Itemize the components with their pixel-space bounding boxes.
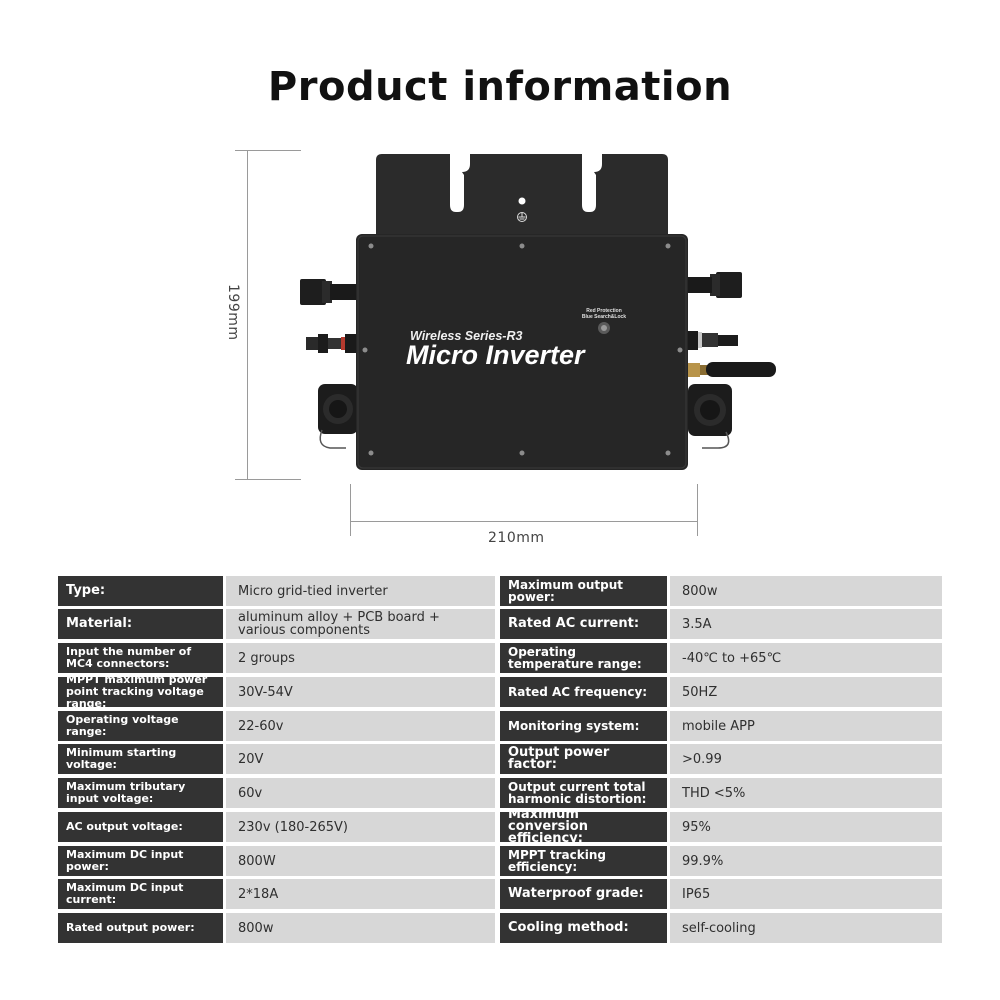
spec-label-right: Monitoring system: xyxy=(500,711,667,741)
spec-value-right: IP65 xyxy=(670,879,942,909)
spec-label-right: MPPT tracking efficiency: xyxy=(500,846,667,876)
spec-row: Input the number of MC4 connectors:2 gro… xyxy=(58,643,942,673)
spec-value-left: 30V-54V xyxy=(226,677,495,707)
spec-label-right: Cooling method: xyxy=(500,913,667,943)
indicator-text-line1: Red Protection xyxy=(586,308,622,314)
spec-label-left: MPPT maximum power point tracking voltag… xyxy=(58,677,223,707)
spec-value-right: >0.99 xyxy=(670,744,942,774)
spec-value-left: 800W xyxy=(226,846,495,876)
spec-row: AC output voltage:230v (180-265V)Maximum… xyxy=(58,812,942,842)
bracket-slot-right xyxy=(582,154,602,212)
spec-label-right: Rated AC current: xyxy=(500,609,667,639)
antenna xyxy=(686,362,776,377)
width-dimension-line xyxy=(350,521,698,522)
spec-value-left: Micro grid-tied inverter xyxy=(226,576,495,606)
page-title: Product information xyxy=(267,64,733,110)
left-dc-connector-bottom xyxy=(306,334,359,353)
spec-value-right: 99.9% xyxy=(670,846,942,876)
spec-label-left: AC output voltage: xyxy=(58,812,223,842)
spec-label-right: Maximum output power: xyxy=(500,576,667,606)
spec-label-right: Output current total harmonic distortion… xyxy=(500,778,667,808)
spec-value-right: mobile APP xyxy=(670,711,942,741)
spec-value-left: 800w xyxy=(226,913,495,943)
indicator-text-line2: Blue Search&Lock xyxy=(582,314,626,320)
left-ac-connector xyxy=(318,384,358,449)
body-screws xyxy=(362,243,683,456)
spec-label-right: Maximum conversion efficiency: xyxy=(500,812,667,842)
spec-label-left: Operating voltage range: xyxy=(58,711,223,741)
spec-value-right: 50HZ xyxy=(670,677,942,707)
spec-value-right: 95% xyxy=(670,812,942,842)
status-led xyxy=(598,322,610,334)
product-series-text: Wireless Series-R3 xyxy=(410,329,522,343)
product-name-text: Micro Inverter xyxy=(406,340,586,370)
spec-label-right: Operating temperature range: xyxy=(500,643,667,673)
spec-label-left: Material: xyxy=(58,609,223,639)
micro-inverter-image: Red Protection Blue Search&Lock Wireless… xyxy=(300,154,776,470)
spec-value-right: -40℃ to +65℃ xyxy=(670,643,942,673)
spec-row: Material:aluminum alloy + PCB board + va… xyxy=(58,609,942,639)
spec-value-right: 3.5A xyxy=(670,609,942,639)
spec-label-right: Waterproof grade: xyxy=(500,879,667,909)
left-dc-connector-top xyxy=(300,279,358,305)
height-dimension-label: 199mm xyxy=(225,284,241,341)
spec-label-left: Maximum DC input power: xyxy=(58,846,223,876)
right-ac-connector xyxy=(688,384,732,449)
spec-value-left: 20V xyxy=(226,744,495,774)
width-dimension-right-tick xyxy=(697,484,698,536)
spec-label-right: Rated AC frequency: xyxy=(500,677,667,707)
spec-value-right: 800w xyxy=(670,576,942,606)
spec-label-left: Maximum tributary input voltage: xyxy=(58,778,223,808)
width-dimension-label: 210mm xyxy=(488,530,545,546)
ground-icon xyxy=(517,212,527,222)
spec-value-left: aluminum alloy + PCB board + various com… xyxy=(226,609,495,639)
spec-value-right: THD <5% xyxy=(670,778,942,808)
spec-label-left: Input the number of MC4 connectors: xyxy=(58,643,223,673)
spec-label-left: Type: xyxy=(58,576,223,606)
right-dc-connector-top xyxy=(684,272,742,298)
height-dimension-top-tick xyxy=(235,150,301,151)
bracket-hole xyxy=(518,197,526,205)
spec-label-right: Output power factor: xyxy=(500,744,667,774)
height-dimension-bottom-tick xyxy=(235,479,301,480)
spec-label-left: Rated output power: xyxy=(58,913,223,943)
spec-value-left: 230v (180-265V) xyxy=(226,812,495,842)
spec-row: MPPT maximum power point tracking voltag… xyxy=(58,677,942,707)
spec-value-right: self-cooling xyxy=(670,913,942,943)
spec-label-left: Minimum starting voltage: xyxy=(58,744,223,774)
width-dimension-left-tick xyxy=(350,484,351,536)
right-dc-connector-bottom xyxy=(684,331,738,350)
spec-label-left: Maximum DC input current: xyxy=(58,879,223,909)
spec-value-left: 2 groups xyxy=(226,643,495,673)
inverter-body xyxy=(356,234,688,470)
bracket-slot-left xyxy=(450,154,470,212)
height-dimension-line xyxy=(247,150,248,480)
spec-value-left: 60v xyxy=(226,778,495,808)
spec-value-left: 2*18A xyxy=(226,879,495,909)
spec-value-left: 22-60v xyxy=(226,711,495,741)
